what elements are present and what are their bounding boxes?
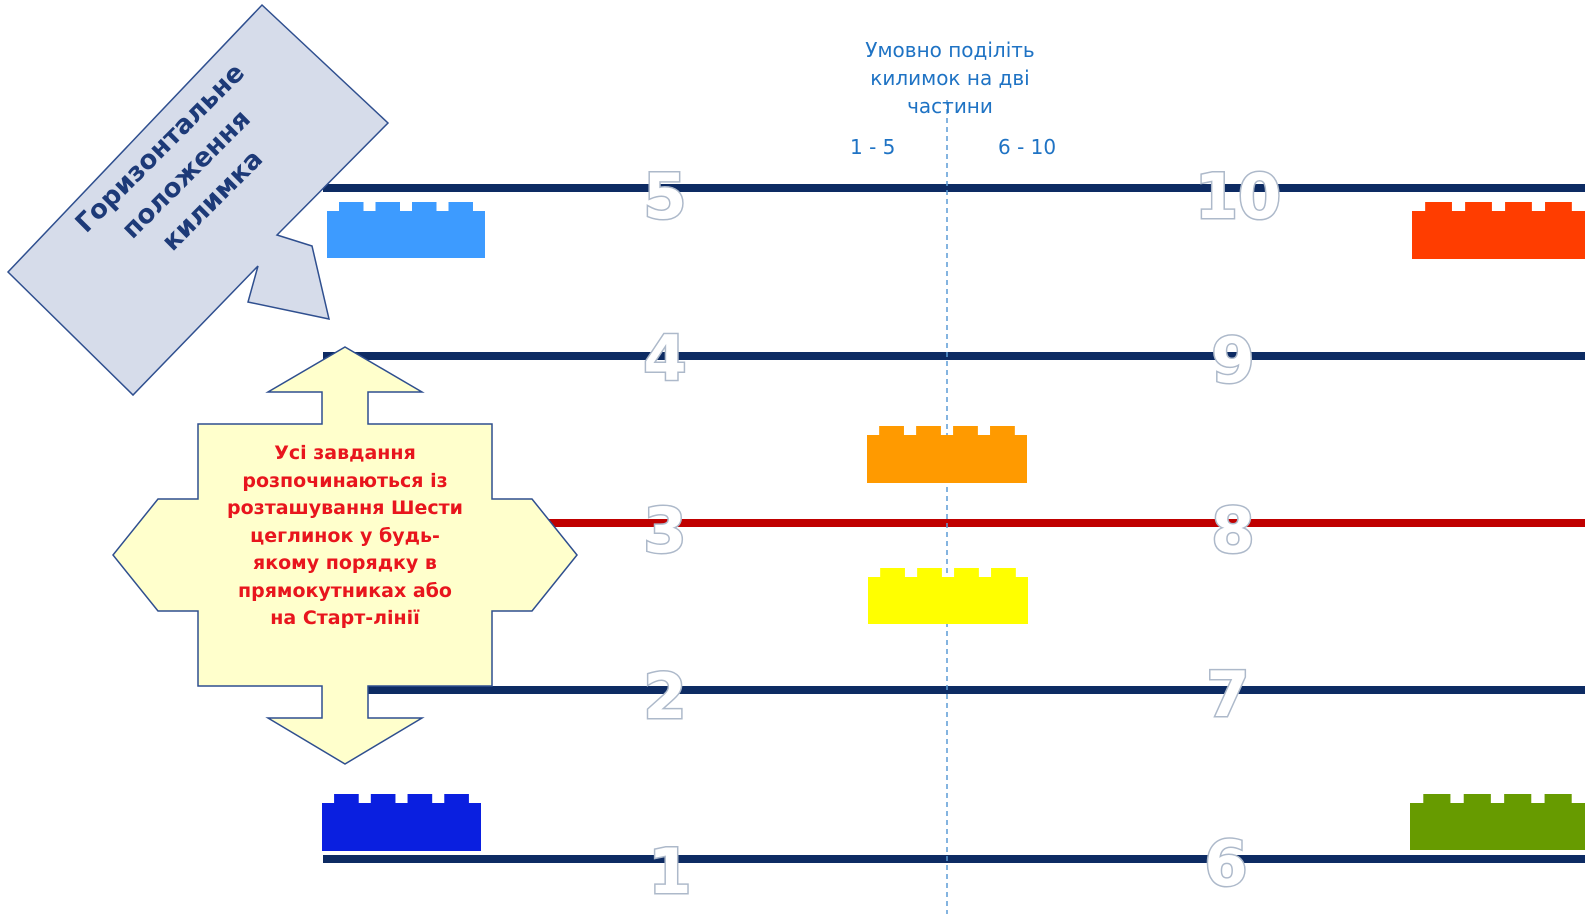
brick-stud bbox=[448, 202, 473, 211]
mat-line-2 bbox=[323, 686, 1585, 694]
brick-stud bbox=[917, 568, 942, 577]
mat-line-5 bbox=[323, 184, 1585, 192]
line-numbers: 5 10 4 9 3 8 2 7 1 6 bbox=[642, 159, 1283, 910]
brick-stud bbox=[991, 568, 1016, 577]
number-5: 5 bbox=[643, 160, 686, 233]
brick-yellow bbox=[868, 568, 1028, 624]
brick-body bbox=[1410, 803, 1585, 850]
number-7: 7 bbox=[1206, 658, 1249, 731]
number-6: 6 bbox=[1204, 827, 1247, 900]
number-4: 4 bbox=[643, 322, 686, 395]
brick-body bbox=[322, 803, 481, 851]
brick-blue bbox=[322, 794, 481, 851]
brick-stud bbox=[407, 794, 433, 803]
number-10: 10 bbox=[1195, 160, 1281, 233]
brick-stud bbox=[1544, 794, 1572, 803]
number-2: 2 bbox=[643, 660, 686, 733]
brick-stud bbox=[339, 202, 364, 211]
brick-stud bbox=[1545, 202, 1572, 211]
brick-stud bbox=[953, 426, 978, 435]
brick-orange bbox=[867, 426, 1027, 483]
number-9: 9 bbox=[1211, 324, 1254, 397]
brick-stud bbox=[1504, 794, 1532, 803]
brick-green bbox=[1410, 794, 1585, 850]
brick-body bbox=[867, 435, 1027, 483]
brick-stud bbox=[1463, 794, 1491, 803]
brick-stud bbox=[334, 794, 359, 803]
brick-stud bbox=[370, 794, 396, 803]
four-way-arrow bbox=[112, 346, 578, 765]
brick-body bbox=[1412, 211, 1585, 259]
brick-red bbox=[1412, 202, 1585, 259]
number-8: 8 bbox=[1211, 494, 1254, 567]
brick-stud bbox=[879, 426, 904, 435]
mat-line-4 bbox=[323, 352, 1585, 360]
brick-stud bbox=[954, 568, 979, 577]
number-3: 3 bbox=[643, 494, 686, 567]
mat-line-3 bbox=[323, 519, 1585, 527]
brick-light-blue bbox=[327, 202, 485, 258]
mat-lines bbox=[323, 184, 1585, 863]
brick-stud bbox=[1505, 202, 1532, 211]
brick-stud bbox=[916, 426, 941, 435]
brick-stud bbox=[1425, 202, 1452, 211]
brick-stud bbox=[990, 426, 1015, 435]
mat-orientation-arrow bbox=[6, 3, 390, 397]
brick-stud bbox=[444, 794, 469, 803]
brick-body bbox=[868, 577, 1028, 624]
brick-stud bbox=[880, 568, 905, 577]
brick-stud bbox=[375, 202, 400, 211]
brick-body bbox=[327, 211, 485, 258]
brick-stud bbox=[1465, 202, 1492, 211]
mat-line-1 bbox=[323, 855, 1585, 863]
brick-stud bbox=[412, 202, 437, 211]
number-1: 1 bbox=[648, 835, 691, 908]
brick-stud bbox=[1423, 794, 1451, 803]
